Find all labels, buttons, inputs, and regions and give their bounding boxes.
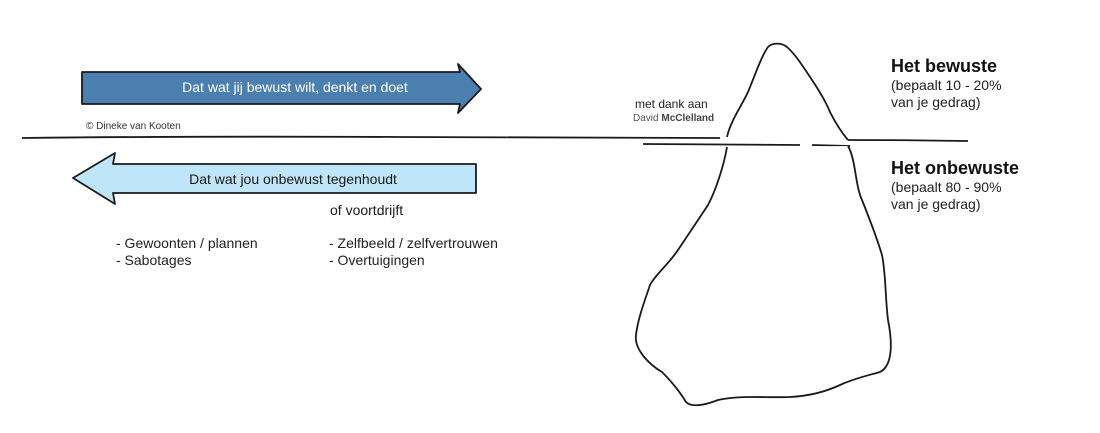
list-item: - Sabotages (116, 252, 192, 268)
list-item: - Overtuigingen (329, 252, 425, 268)
unconscious-block: Het onbewuste (bepaalt 80 - 90% van je g… (891, 158, 1019, 213)
list-left: - Gewoonten / plannen - Sabotages (116, 235, 258, 269)
lower-arrow-continuation: of voortdrijft (330, 202, 404, 218)
water-line-right (847, 139, 969, 142)
upper-arrow-label: Dat wat jij bewust wilt, denkt en doet (182, 79, 408, 95)
conscious-line-2: van je gedrag) (891, 94, 981, 110)
thanks-name: David McClelland (633, 113, 714, 124)
unconscious-line-2: van je gedrag) (891, 196, 981, 212)
thanks-last-name: McClelland (661, 113, 715, 124)
list-item: - Gewoonten / plannen (116, 235, 258, 251)
conscious-block: Het bewuste (bepaalt 10 - 20% van je ged… (891, 56, 1002, 111)
unconscious-line-1: (bepaalt 80 - 90% (891, 179, 1002, 195)
thanks-first-name: David (633, 113, 659, 124)
iceberg-waterline-dashes (642, 143, 851, 147)
unconscious-title: Het onbewuste (891, 158, 1020, 178)
copyright-text: © Dineke van Kooten (86, 121, 181, 132)
iceberg-tip (726, 42, 849, 141)
conscious-title: Het bewuste (891, 56, 998, 76)
list-right: - Zelfbeeld / zelfvertrouwen - Overtuigi… (329, 235, 498, 269)
iceberg-body (635, 145, 892, 407)
water-line (21, 135, 721, 139)
list-item: - Zelfbeeld / zelfvertrouwen (329, 235, 498, 251)
conscious-line-1: (bepaalt 10 - 20% (891, 77, 1002, 93)
thanks-label: met dank aan (635, 97, 708, 111)
lower-arrow (72, 152, 477, 205)
upper-arrow (81, 63, 482, 114)
lower-arrow-label: Dat wat jou onbewust tegenhoudt (189, 171, 397, 187)
